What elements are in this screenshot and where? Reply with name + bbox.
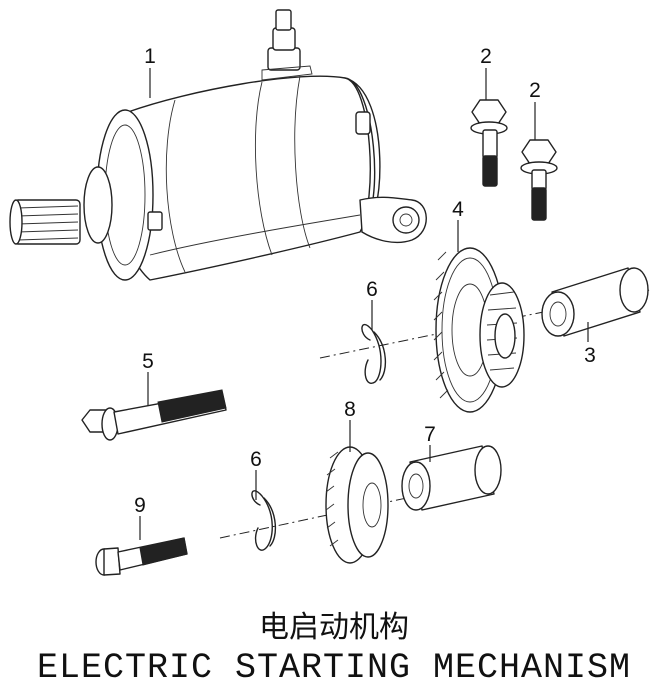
callout-1: 1 xyxy=(144,45,156,68)
starter-motor xyxy=(9,9,427,281)
title-chinese: 电启动机构 xyxy=(259,610,409,645)
double-gear xyxy=(433,247,525,413)
idler-gear xyxy=(325,446,389,564)
socket-head-bolt xyxy=(95,537,188,576)
callout-2-upper: 2 xyxy=(480,45,492,68)
long-flange-bolt xyxy=(81,389,227,441)
callout-3: 3 xyxy=(584,344,596,367)
callout-6-upper: 6 xyxy=(366,278,378,301)
flange-bolt-upper xyxy=(470,99,508,187)
callout-4: 4 xyxy=(452,198,464,221)
callout-2-lower: 2 xyxy=(529,79,541,102)
leader-lines xyxy=(139,68,589,540)
callout-6-lower: 6 xyxy=(250,448,262,471)
callout-7: 7 xyxy=(424,423,436,446)
lower-bushing xyxy=(401,445,502,511)
callout-9: 9 xyxy=(134,494,146,517)
callout-8: 8 xyxy=(344,398,356,421)
title-english: ELECTRIC STARTING MECHANISM xyxy=(36,648,632,688)
callout-5: 5 xyxy=(142,350,154,373)
upper-circlip xyxy=(361,323,387,384)
lower-circlip xyxy=(251,490,277,551)
flange-bolt-lower xyxy=(520,139,558,221)
upper-bushing xyxy=(541,267,649,337)
